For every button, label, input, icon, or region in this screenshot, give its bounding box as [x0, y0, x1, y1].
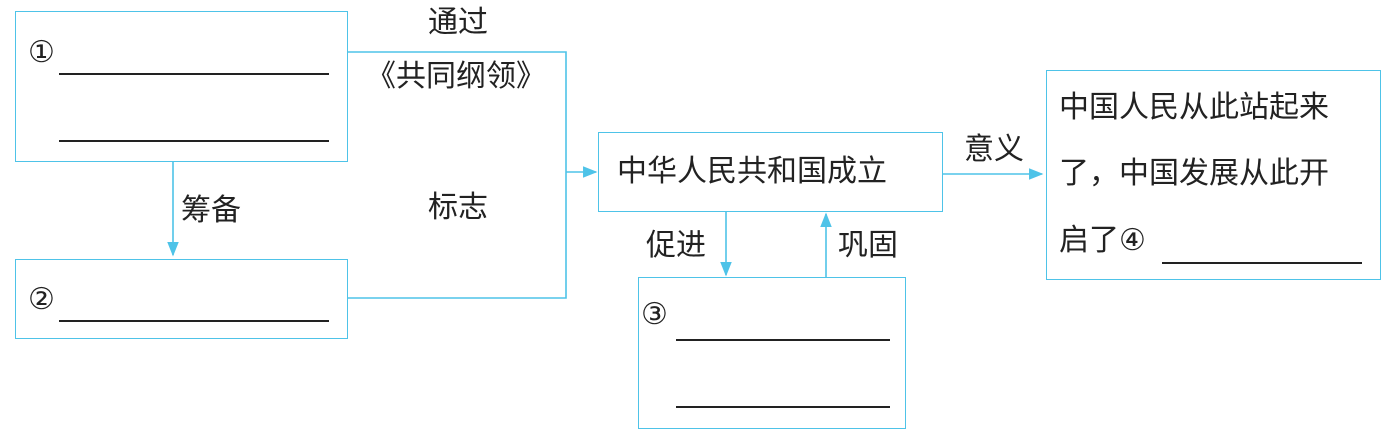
marker-2: ② — [28, 282, 55, 317]
result-line-3: 启了④ — [1059, 223, 1146, 258]
answer-blank-3a — [676, 339, 890, 341]
label-pass-through: 通过 — [428, 5, 488, 40]
result-box: 中国人民从此站起来 了，中国发展从此开 启了④ — [1046, 70, 1381, 280]
label-promote: 促进 — [646, 228, 706, 263]
answer-blank-1b — [59, 140, 329, 142]
center-label: 中华人民共和国成立 — [617, 154, 887, 189]
answer-blank-1a — [59, 73, 329, 75]
center-box: 中华人民共和国成立 — [598, 132, 943, 212]
result-line-1: 中国人民从此站起来 — [1059, 90, 1329, 125]
answer-blank-2 — [59, 320, 329, 322]
result-line-2: 了，中国发展从此开 — [1059, 156, 1329, 191]
box-2: ② — [15, 259, 348, 339]
answer-blank-3b — [676, 406, 890, 408]
box-1: ① — [15, 11, 348, 162]
marker-3: ③ — [641, 297, 668, 332]
label-consolidate: 巩固 — [838, 228, 898, 263]
answer-blank-4 — [1162, 262, 1362, 264]
box-3: ③ — [638, 277, 906, 429]
label-common-program: 《共同纲领》 — [366, 59, 546, 94]
label-significance: 意义 — [964, 132, 1024, 167]
label-mark: 标志 — [428, 190, 488, 225]
marker-1: ① — [28, 35, 55, 70]
label-prepare: 筹备 — [181, 193, 241, 228]
